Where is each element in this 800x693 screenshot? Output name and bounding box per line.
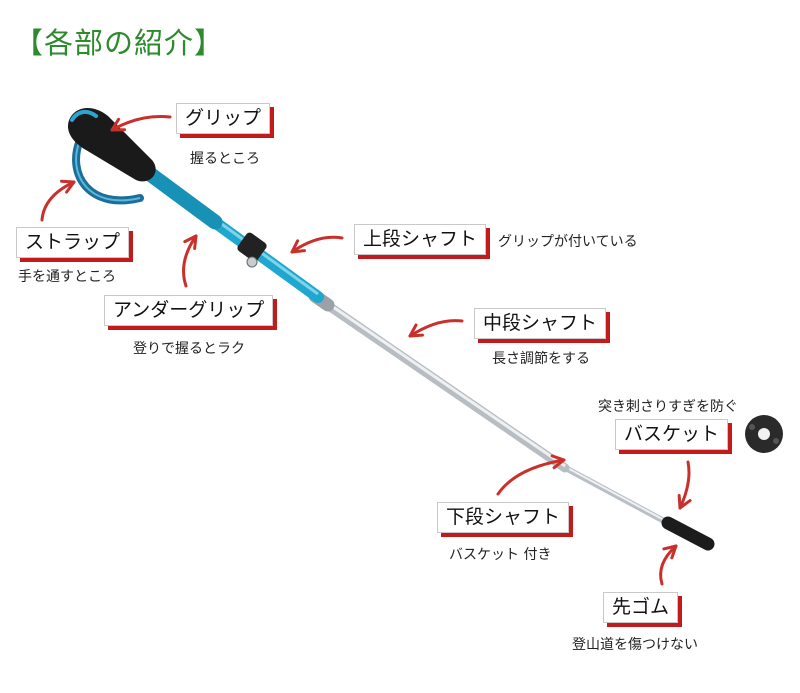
arrow-basket (677, 460, 692, 510)
arrow-middle-shaft (408, 319, 464, 338)
arrow-upper-shaft (290, 235, 344, 254)
label-lower-shaft: 下段シャフト (437, 502, 570, 533)
label-middle-shaft: 中段シャフト (474, 308, 607, 339)
label-upper-shaft: 上段シャフト (354, 224, 487, 255)
label-basket: バスケット (615, 419, 729, 450)
desc-tip-rubber: 登山道を傷つけない (572, 637, 698, 653)
arrow-lower-shaft (496, 454, 566, 496)
desc-grip: 握るところ (190, 151, 260, 167)
label-tip-rubber: 先ゴム (603, 592, 679, 623)
arrow-strap (40, 179, 76, 222)
arrow-under-grip (182, 234, 198, 288)
label-strap: ストラップ (16, 227, 130, 258)
desc-middle-shaft: 長さ調節をする (492, 351, 590, 367)
arrow-grip (110, 115, 172, 132)
label-grip: グリップ (176, 103, 271, 134)
label-under-grip: アンダーグリップ (104, 295, 274, 326)
page-title: 【各部の紹介】 (14, 26, 225, 60)
desc-under-grip: 登りで握るとラク (133, 341, 245, 357)
desc-upper-shaft: グリップが付いている (498, 234, 638, 250)
desc-strap: 手を通すところ (18, 269, 116, 285)
desc-basket: 突き刺さりすぎを防ぐ (598, 399, 738, 415)
arrow-tip-rubber (659, 544, 678, 586)
desc-lower-shaft: バスケット 付き (449, 547, 552, 563)
